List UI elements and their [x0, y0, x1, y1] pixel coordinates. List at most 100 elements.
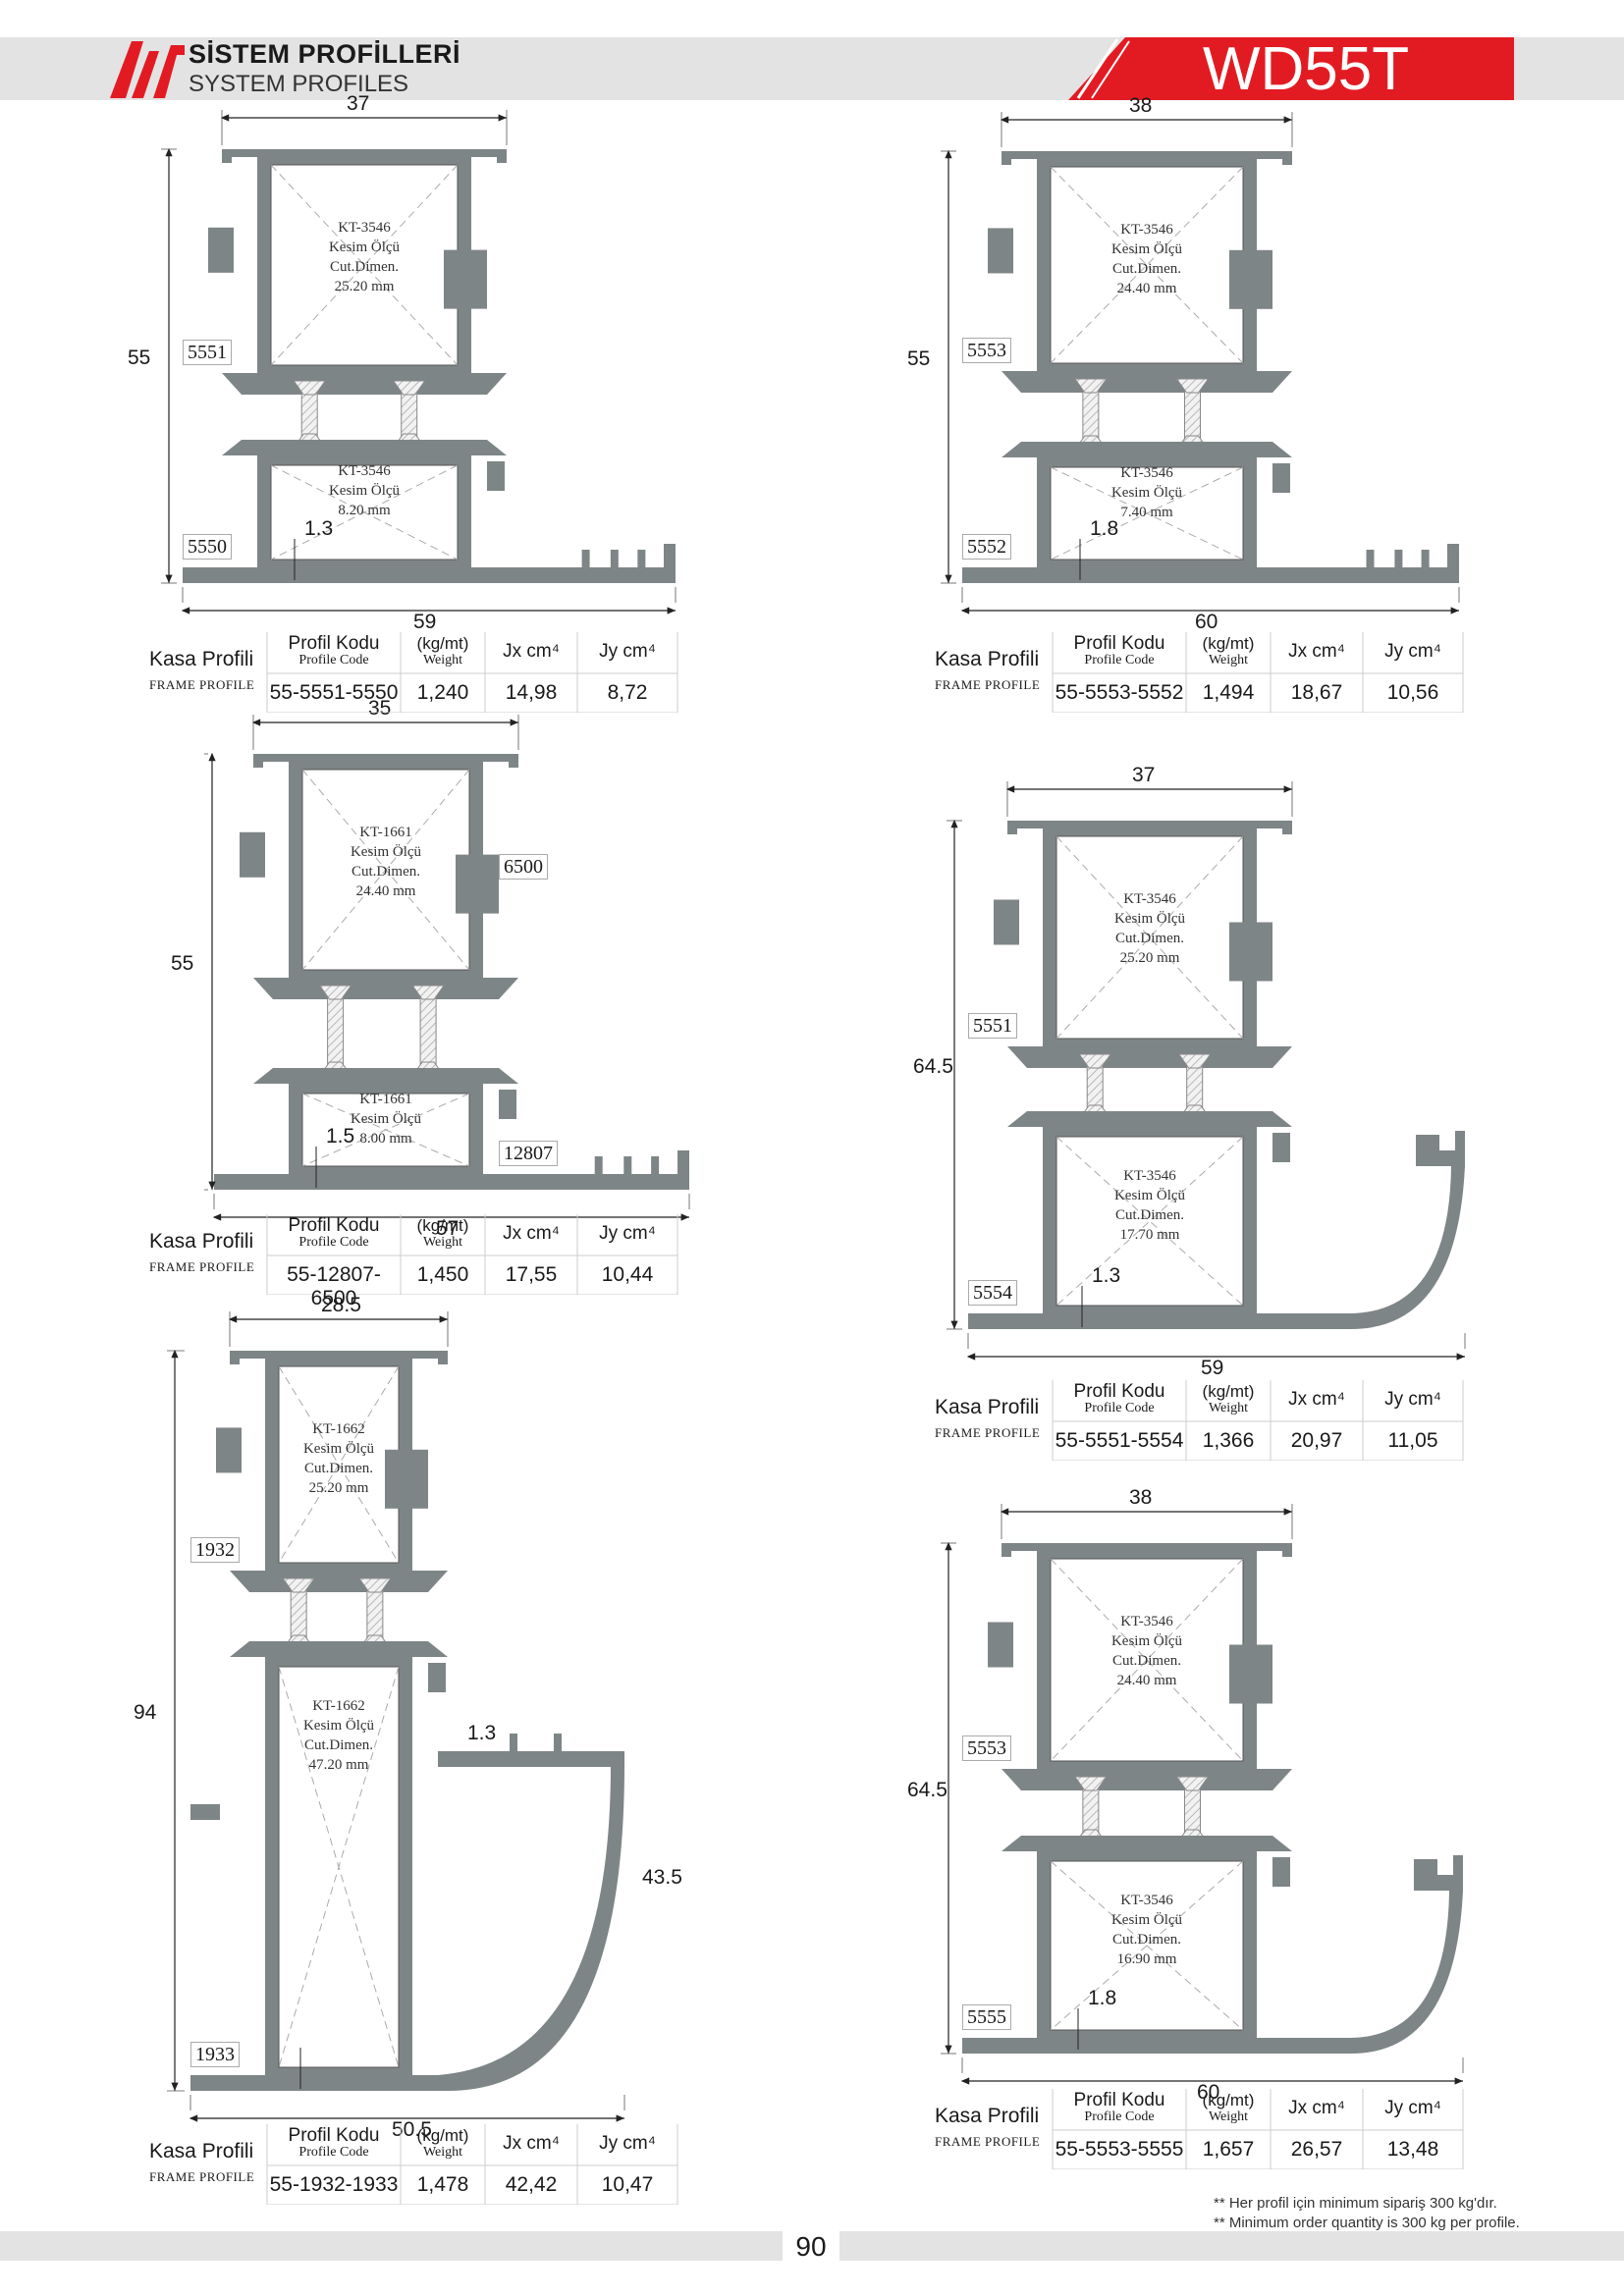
value-weight: 1,450	[416, 1263, 469, 1286]
kgmt-label: (kg/mt)	[1202, 634, 1255, 653]
cut-label: Cut.Dimen.	[352, 864, 420, 880]
table-grid	[266, 1214, 678, 1295]
cut-diagonal	[270, 464, 459, 561]
col-weight: (kg/mt)Weight	[401, 1216, 485, 1250]
kasa-title: Kasa Profili	[935, 648, 1040, 670]
weight-label: Weight	[422, 653, 463, 667]
col-jx: Jx cm⁴	[1288, 1389, 1345, 1410]
dim-wall-thickness: 1.3	[304, 517, 334, 540]
kasa-title: Kasa Profili	[149, 2140, 254, 2163]
dim-wall-thickness: 1.8	[1088, 1987, 1117, 2009]
col-jy: Jy cm⁴	[1384, 641, 1441, 662]
kgmt-label: (kg/mt)	[416, 634, 469, 653]
value-jy: 10,47	[601, 2173, 654, 2196]
value-profile-code: 55-5553-5552	[1055, 681, 1184, 704]
table-grid	[1052, 1380, 1464, 1461]
part-tag-top: 5553	[962, 1735, 1011, 1761]
weight-label: Weight	[1208, 1401, 1249, 1415]
base-ridge	[1394, 550, 1403, 567]
glazing-bead-clip	[456, 854, 499, 914]
bottom-fin	[1007, 1111, 1292, 1127]
dim-base: 59	[1201, 1357, 1224, 1379]
col-jx: Jx cm⁴	[503, 2133, 560, 2154]
cut-diagonal	[1050, 1558, 1244, 1762]
cut-dimension: 24.40 mm	[355, 883, 416, 899]
base-flange	[214, 1174, 689, 1190]
col-jy: Jy cm⁴	[599, 1223, 656, 1244]
part-tag-bottom: 12807	[499, 1141, 558, 1166]
frame-title: FRAME PROFILE	[935, 1425, 1041, 1440]
kesim-label: Kesim Ölçü	[1113, 911, 1186, 927]
kt-code: KT-1662	[312, 1698, 365, 1714]
base-end-lip	[1447, 544, 1459, 567]
kt-code: KT-1661	[359, 1092, 412, 1107]
part-tag-top: 5553	[962, 338, 1011, 363]
value-weight: 1,240	[416, 681, 469, 704]
thermal-break-head	[318, 985, 352, 1000]
side-lug	[988, 228, 1013, 274]
base-ridge	[637, 550, 646, 567]
cut-dimension: 17.70 mm	[1119, 1227, 1180, 1243]
part-tag-top: 5551	[183, 340, 232, 365]
value-jx: 17,55	[505, 1263, 558, 1286]
kesim-label: Kesim Ölçü	[302, 1441, 375, 1457]
dim-width: 35	[368, 697, 392, 720]
model-code: WD55T	[1203, 35, 1410, 103]
value-jx: 18,67	[1290, 681, 1343, 704]
side-lug	[240, 831, 265, 878]
col-jy: Jy cm⁴	[599, 2133, 656, 2154]
kesim-label: Kesim Ölçü	[1110, 485, 1183, 501]
kasa-title: Kasa Profili	[935, 2105, 1040, 2127]
kasa-title: Kasa Profili	[149, 648, 254, 670]
side-lug	[994, 899, 1019, 945]
code-label: Profile Code	[1084, 1401, 1155, 1415]
bottom-lug	[1272, 463, 1290, 493]
cut-dimension: 24.40 mm	[1116, 1673, 1177, 1688]
value-profile-code: 55-5551-5550	[269, 681, 399, 704]
cut-label: Cut.Dimen.	[1112, 1653, 1181, 1669]
thermal-break-head	[1073, 1776, 1108, 1791]
cut-diagonal	[301, 769, 470, 971]
top-fin	[253, 978, 518, 999]
kgmt-label: (kg/mt)	[416, 1216, 469, 1235]
cut-label: Cut.Dimen.	[304, 1461, 373, 1476]
thermal-break-head	[357, 1577, 392, 1593]
cut-dimension: 7.40 mm	[1120, 505, 1173, 520]
kgmt-label: (kg/mt)	[416, 2126, 469, 2145]
bottom-fin	[1001, 1836, 1292, 1851]
bottom-lug	[499, 1090, 516, 1119]
dim-height: 55	[128, 347, 151, 369]
weight-label: Weight	[1208, 653, 1249, 667]
kesim-label: Kesim Ölçü	[1113, 1188, 1186, 1203]
value-jy: 11,05	[1387, 1429, 1438, 1452]
dim-width: 37	[347, 92, 370, 115]
glazing-bead-clip	[1229, 1644, 1272, 1704]
col-jy: Jy cm⁴	[599, 641, 656, 662]
kesim-label: Kesim Ölçü	[328, 240, 401, 255]
value-weight: 1,657	[1202, 2138, 1255, 2161]
cut-diagonal	[301, 1093, 470, 1167]
kesim-label: Kesim Ölçü	[1110, 1912, 1183, 1928]
cut-label: Cut.Dimen.	[1112, 261, 1181, 277]
code-label: Profile Code	[298, 1235, 369, 1250]
part-tag-bottom: 5554	[968, 1280, 1017, 1306]
kgmt-label: (kg/mt)	[1202, 1382, 1255, 1401]
kesim-label: Kesim Ölçü	[328, 483, 401, 499]
base-flange	[962, 567, 1459, 583]
part-tag-top: 6500	[499, 854, 548, 880]
weight-label: Weight	[422, 1235, 463, 1250]
dim-base: 60	[1197, 2081, 1220, 2104]
cut-label: Cut.Dimen.	[1115, 931, 1184, 946]
base-flange	[962, 2038, 1331, 2054]
base-ridge	[610, 550, 619, 567]
cut-label: Cut.Dimen.	[1112, 1932, 1181, 1948]
